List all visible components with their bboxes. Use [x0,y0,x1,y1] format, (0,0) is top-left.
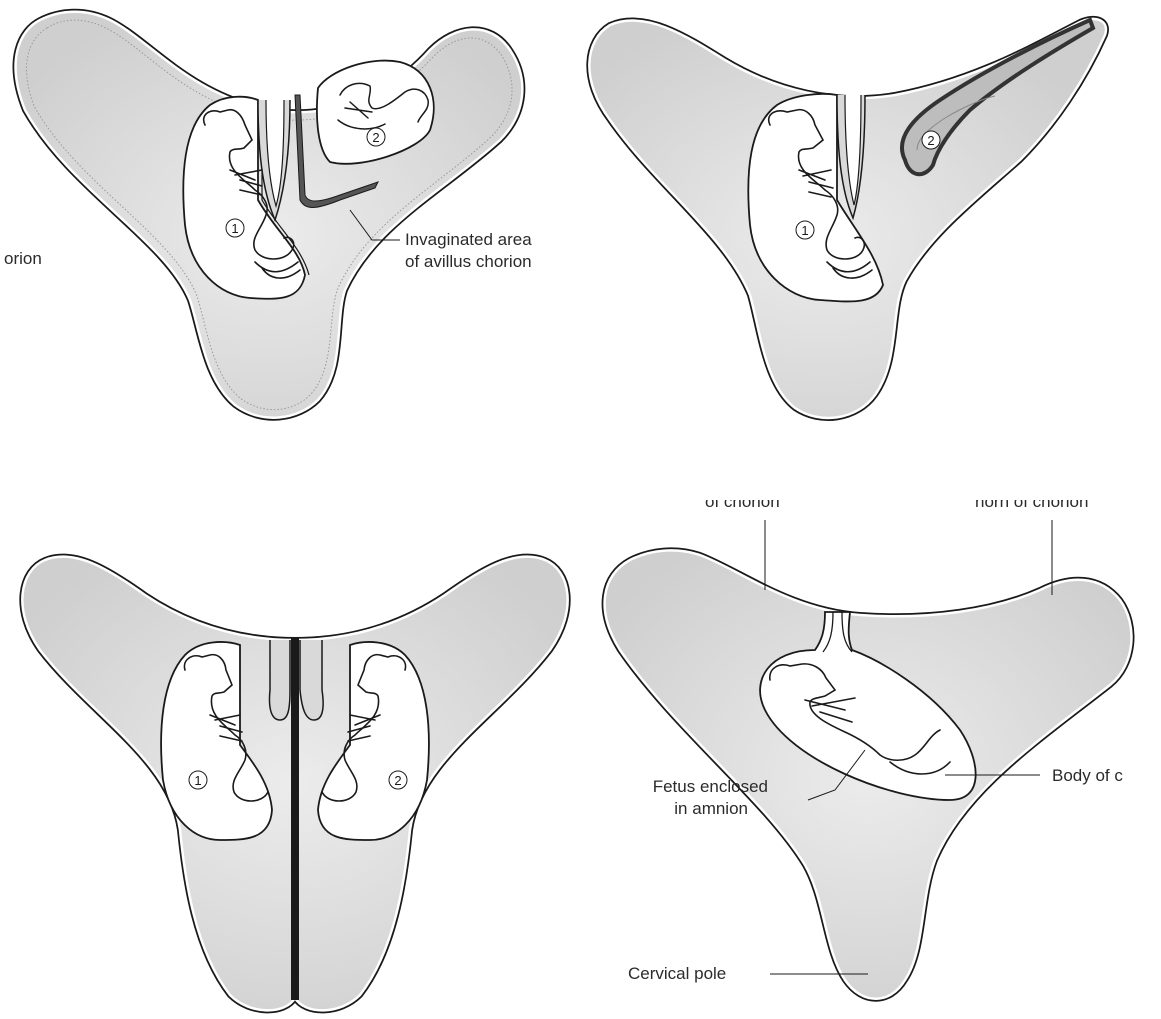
label-chorion-partial: orion [4,248,42,269]
uterus-body [16,12,523,418]
fetus-number-1: 1 [194,773,201,788]
crop-mask-left-edge [0,240,4,280]
uterus-diagram-top-left: 1 2 [0,0,560,440]
label-invaginated-line1: Invaginated area [405,229,532,250]
crop-mask-right [1150,500,1161,1019]
crop-mask-top [600,490,1161,500]
label-invaginated-line2: of avillus chorion [405,251,532,272]
fetus-number-2: 2 [372,130,379,145]
uterus-diagram-bottom-right [590,500,1161,1019]
uterus-diagram-bottom-left: 1 2 [0,540,590,1019]
fetus-number-1: 1 [231,221,238,236]
label-cervical: Cervical pole [628,963,726,984]
panel-bottom-left: 1 2 [0,540,590,1019]
fetus-number-2: 2 [394,773,401,788]
panel-top-left: 1 2 orion Invaginated area of avillus ch… [0,0,560,440]
label-fetus-line2: in amnion [590,798,748,819]
fetus-number-2: 2 [927,133,934,148]
panel-bottom-right: of chorion horn of chorion Fetus enclose… [590,500,1161,1019]
uterus-diagram-top-right: 2 1 [565,0,1161,440]
label-body: Body of c [1052,765,1123,786]
septum [291,638,299,1000]
label-fetus-line1: Fetus enclosed [590,776,768,797]
fetus-number-1: 1 [801,223,808,238]
panel-top-right: 2 1 [565,0,1161,440]
